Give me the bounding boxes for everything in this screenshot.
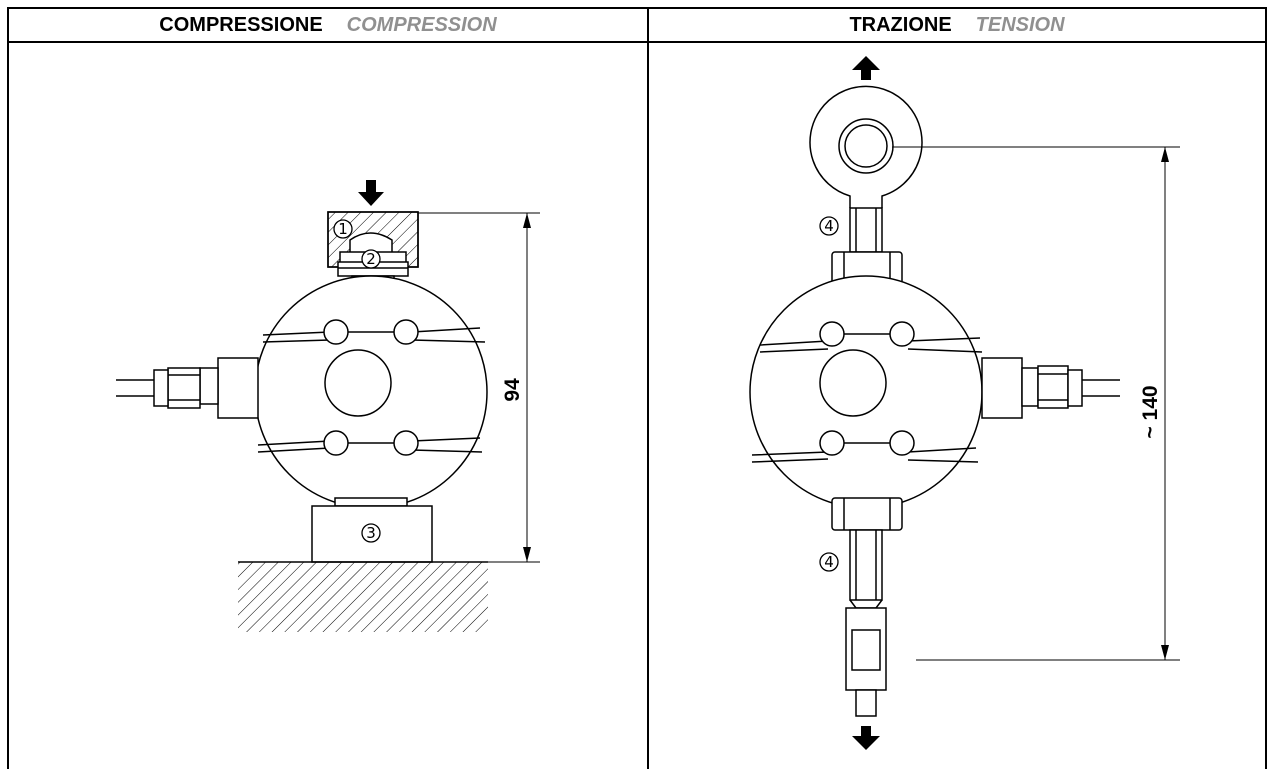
cable-connector (116, 357, 259, 419)
bottom-clevis (845, 607, 887, 717)
tension-title-en: TENSION (975, 14, 1065, 36)
column-divider (647, 7, 649, 769)
callout-4-bottom: 4 (819, 552, 839, 572)
svg-text:2: 2 (366, 250, 376, 268)
tension-header: TRAZIONE TENSION (649, 7, 1265, 41)
svg-text:4: 4 (824, 217, 834, 235)
dimension-140 (892, 146, 1180, 661)
callout-1: 1 (333, 219, 353, 239)
rod-end-eye (809, 85, 923, 208)
callout-3: 3 (361, 523, 381, 543)
load-cell-body (254, 275, 488, 509)
compression-drawing (116, 180, 540, 632)
load-arrow-down-bottom-icon (852, 726, 880, 750)
tension-drawing (749, 56, 1180, 750)
ground-hatch (238, 561, 488, 632)
load-arrow-up-icon (852, 56, 880, 80)
dimension-140-label: ~ 140 (1139, 385, 1162, 438)
callout-4-top: 4 (819, 216, 839, 236)
tension-title-it: TRAZIONE (849, 14, 952, 36)
compression-title-it: COMPRESSIONE (159, 14, 323, 36)
header-divider (7, 41, 1267, 43)
svg-text:4: 4 (824, 553, 834, 571)
dimension-94 (418, 212, 540, 563)
svg-text:3: 3 (366, 524, 376, 542)
compression-header: COMPRESSIONE COMPRESSION (9, 7, 647, 41)
callout-2: 2 (361, 249, 381, 269)
svg-text:1: 1 (338, 220, 348, 238)
load-arrow-down-icon (358, 180, 384, 206)
cable-connector-tension (981, 357, 1120, 419)
load-cell-body-tension (749, 275, 983, 509)
dimension-94-label: 94 (501, 378, 524, 402)
table-frame (7, 7, 1267, 769)
compression-title-en: COMPRESSION (346, 14, 497, 36)
